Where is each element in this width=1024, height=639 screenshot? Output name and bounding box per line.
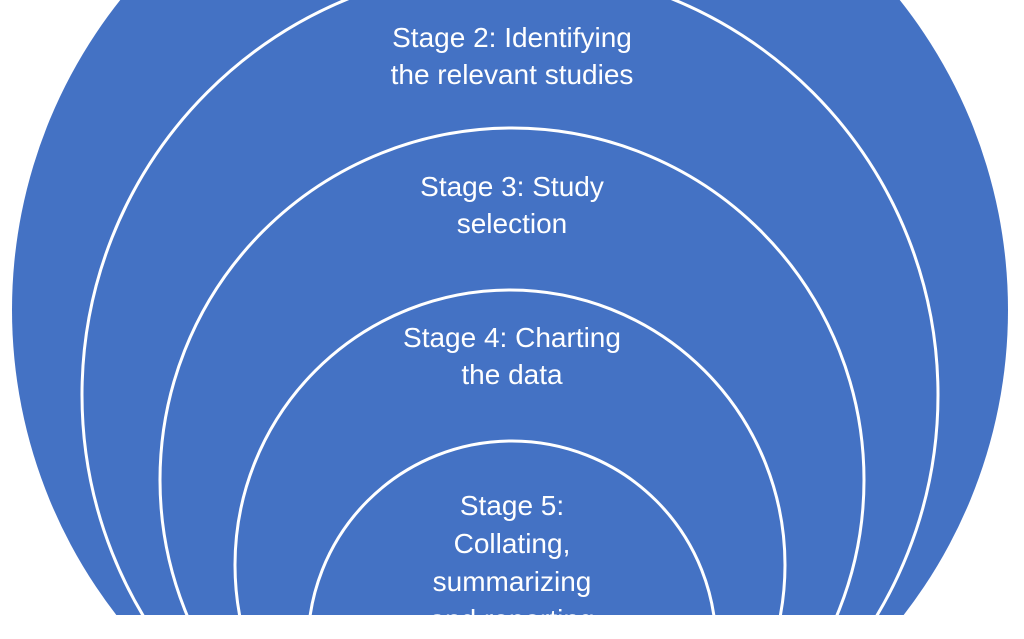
stage-4-line-2: the data [461,359,563,390]
stage-4-label: Stage 4: Charting the data [0,319,1024,393]
stage-2-line-1: Stage 2: Identifying [392,22,632,53]
stage-3-line-2: selection [456,208,568,239]
stage-5-label: Stage 5: Collating, summarizing and repo… [0,487,1024,639]
stage-2-label: Stage 2: Identifying the relevant studie… [0,19,1024,93]
stage-5-line-4: and reporting [429,604,595,635]
stage-4-line-1: Stage 4: Charting [403,322,621,353]
stage-5-line-1: Stage 5: [459,490,565,521]
stage-5-line-3: summarizing [432,566,592,597]
nested-circles-diagram [12,0,1008,615]
stage-5-line-2: Collating, [453,528,571,559]
stage-3-line-1: Stage 3: Study [420,171,604,202]
stage-3-label: Stage 3: Study selection [0,168,1024,242]
stage-2-line-2: the relevant studies [390,59,634,90]
stage-5-circle [308,439,716,615]
